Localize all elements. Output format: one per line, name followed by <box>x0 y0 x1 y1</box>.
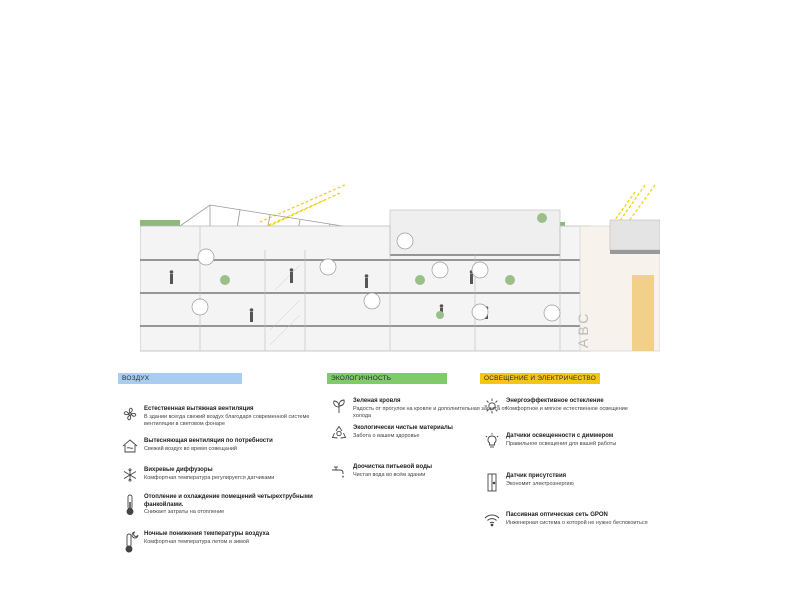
legend-item-subtitle: Комфортное и мягкое естественное освещен… <box>506 405 628 412</box>
faucet-icon <box>331 464 347 480</box>
legend-item-title: Естественная вытяжная вентиляция <box>144 406 254 412</box>
thermometer-icon <box>122 494 138 515</box>
facade-lettering: АВС <box>575 311 591 348</box>
legend-item-title: Экологически чистые материалы <box>353 425 453 431</box>
plants <box>220 213 547 319</box>
building-section-illustration: АВС <box>140 180 660 355</box>
legend-light-header: ОСВЕЩЕНИЕ И ЭЛЕКТРИЧЕСТВО <box>480 373 600 384</box>
legend-item-title: Доочистка питьевой воды <box>353 464 433 470</box>
legend-item-subtitle: Снижает затраты на отопление <box>144 509 225 515</box>
legend-item-subtitle: Комфортная температура летом и зимой <box>144 538 249 545</box>
fan-icon <box>122 406 138 422</box>
legend-light: ОСВЕЩЕНИЕ И ЭЛЕКТРИЧЕСТВО Энергоэффектив… <box>480 373 655 527</box>
legend-eco-header: ЭКОЛОГИЧНОСТЬ <box>327 373 447 384</box>
legend-item-subtitle: Экономит электроэнергию <box>506 480 574 487</box>
legend-item-subtitle: В здании всегда свежий воздух благодаря … <box>144 413 310 427</box>
legend-item-title: Пассивная оптическая сеть GPON <box>506 512 608 518</box>
legend-item-title: Датчик присутствия <box>506 473 567 479</box>
wifi-icon <box>484 512 500 528</box>
legend-item-title: Ночные понижения температуры воздуха <box>144 531 270 537</box>
legend-item-title: Зеленая кровля <box>353 398 401 404</box>
legend-item-subtitle: Комфортная температура регулируется датч… <box>144 474 275 481</box>
sun-icon <box>484 398 500 414</box>
legend-air: ВОЗДУХ Естественная вытяжная вентиляция … <box>118 373 313 553</box>
snowflake-icon <box>122 467 138 483</box>
house-airflow-icon <box>122 438 138 454</box>
legend-item-title: Отопление и охлаждение помещений четырех… <box>144 494 313 508</box>
recycle-icon <box>331 425 347 441</box>
bulb-icon <box>484 433 500 449</box>
legend-item-subtitle: Радость от прогулок на кровле и дополнит… <box>353 405 507 419</box>
legend-item-title: Вытесняющая вентиляция по потребности <box>144 438 273 444</box>
legend-item-subtitle: Забота о вашем здоровье <box>353 432 420 439</box>
legend-item-title: Вихревые диффузоры <box>144 467 213 473</box>
legend-item-subtitle: Чистая вода во всём здании <box>353 471 426 478</box>
legend-item-subtitle: Правильное освещения для вашей работы <box>506 440 617 447</box>
door-sensor-icon <box>484 473 500 492</box>
legend-eco: ЭКОЛОГИЧНОСТЬ Зеленая кровля Радость от … <box>327 373 507 478</box>
legend-air-header: ВОЗДУХ <box>118 373 242 384</box>
legend-item-title: Датчики освещенности с диммером <box>506 433 614 439</box>
legend-item-subtitle: Свежий воздух во время совещаний <box>144 445 238 452</box>
legend-item-subtitle: Инженерная система о которой не нужно бе… <box>506 519 648 526</box>
legend-item-title: Энергоэффективное остекление <box>506 398 604 404</box>
leaves-icon <box>331 398 347 414</box>
thermometer-moon-icon <box>122 531 139 553</box>
section-icon-badges <box>191 232 561 322</box>
green-roof-left <box>140 220 180 226</box>
